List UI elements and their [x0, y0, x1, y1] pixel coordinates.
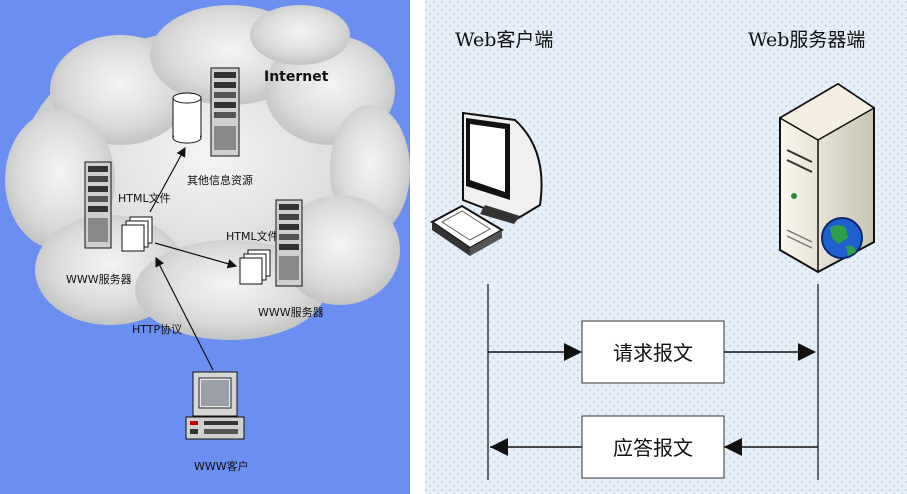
arrow-to-server2 — [154, 242, 238, 269]
html-file-label-2: HTML文件 — [226, 229, 279, 243]
web-client-title: Web客户端 — [455, 29, 553, 51]
html-files-icon — [121, 216, 153, 252]
www-server-label-1: WWW服务器 — [66, 273, 132, 286]
other-resources-label: 其他信息资源 — [187, 173, 253, 187]
www-client-label: WWW客户 — [194, 459, 249, 473]
www-server-label-2: WWW服务器 — [258, 306, 324, 319]
database-icon — [172, 92, 202, 144]
response-label: 应答报文 — [613, 436, 693, 460]
request-label: 请求报文 — [613, 341, 693, 365]
arrow-to-resources — [149, 146, 186, 213]
html-file-label-1: HTML文件 — [118, 191, 171, 205]
http-protocol-label: HTTP协议 — [132, 322, 182, 336]
internet-label: Internet — [264, 69, 329, 85]
web-client-computer-icon — [430, 111, 543, 256]
web-server-title: Web服务器端 — [748, 29, 865, 51]
internet-cloud — [5, 5, 410, 340]
web-server-icon — [778, 82, 876, 274]
request-message: 请求报文 — [488, 320, 816, 384]
server-tower-icon — [210, 67, 240, 157]
html-files-icon-2 — [239, 249, 271, 285]
www-server-icon-2 — [275, 199, 303, 287]
client-computer-icon — [185, 371, 245, 440]
arrow-http-request — [155, 256, 214, 371]
response-message: 应答报文 — [490, 415, 818, 479]
www-server-icon — [84, 161, 112, 249]
